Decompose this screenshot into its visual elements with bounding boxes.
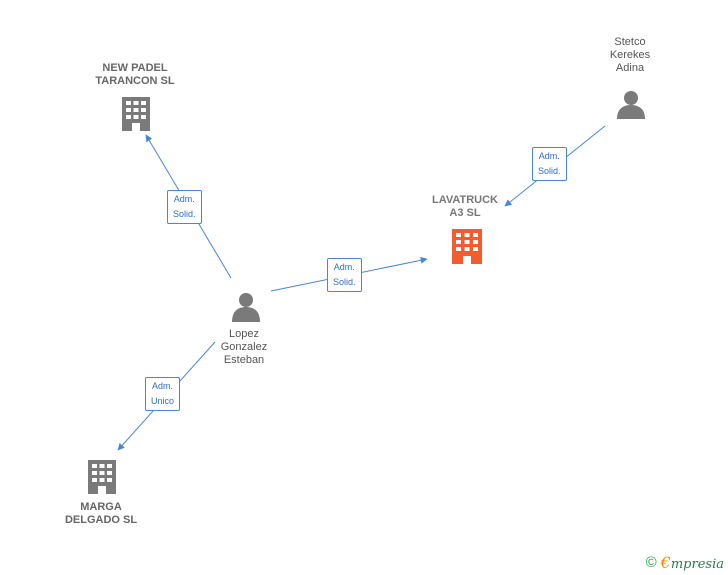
footer-brand: © €mpresia [646,553,724,572]
person-icon[interactable] [617,91,645,119]
person-label-stetco[interactable]: Stetco Kerekes Adina [609,36,651,74]
person-label-lopez[interactable]: Lopez Gonzalez Esteban [220,328,268,366]
edge-label-adm-solid: Adm. Solid. [167,190,202,224]
edge-label-adm-solid: Adm. Solid. [532,147,567,181]
brand-initial: € [660,553,671,572]
brand-name: mpresia [670,557,724,572]
building-icon[interactable] [88,460,116,494]
company-label-new-padel[interactable]: NEW PADEL TARANCON SL [95,62,175,87]
building-icon[interactable] [452,229,482,264]
company-label-marga[interactable]: MARGA DELGADO SL [64,501,138,526]
edge-label-adm-unico: Adm. Unico [145,377,181,411]
building-icon[interactable] [122,97,150,131]
brand-logo[interactable]: €mpresia [661,553,724,572]
copyright-icon: © [645,554,657,571]
edge-label-adm-solid: Adm. Solid. [327,258,362,292]
person-icon[interactable] [232,293,260,322]
company-label-lavatruck[interactable]: LAVATRUCK A3 SL [432,194,498,219]
